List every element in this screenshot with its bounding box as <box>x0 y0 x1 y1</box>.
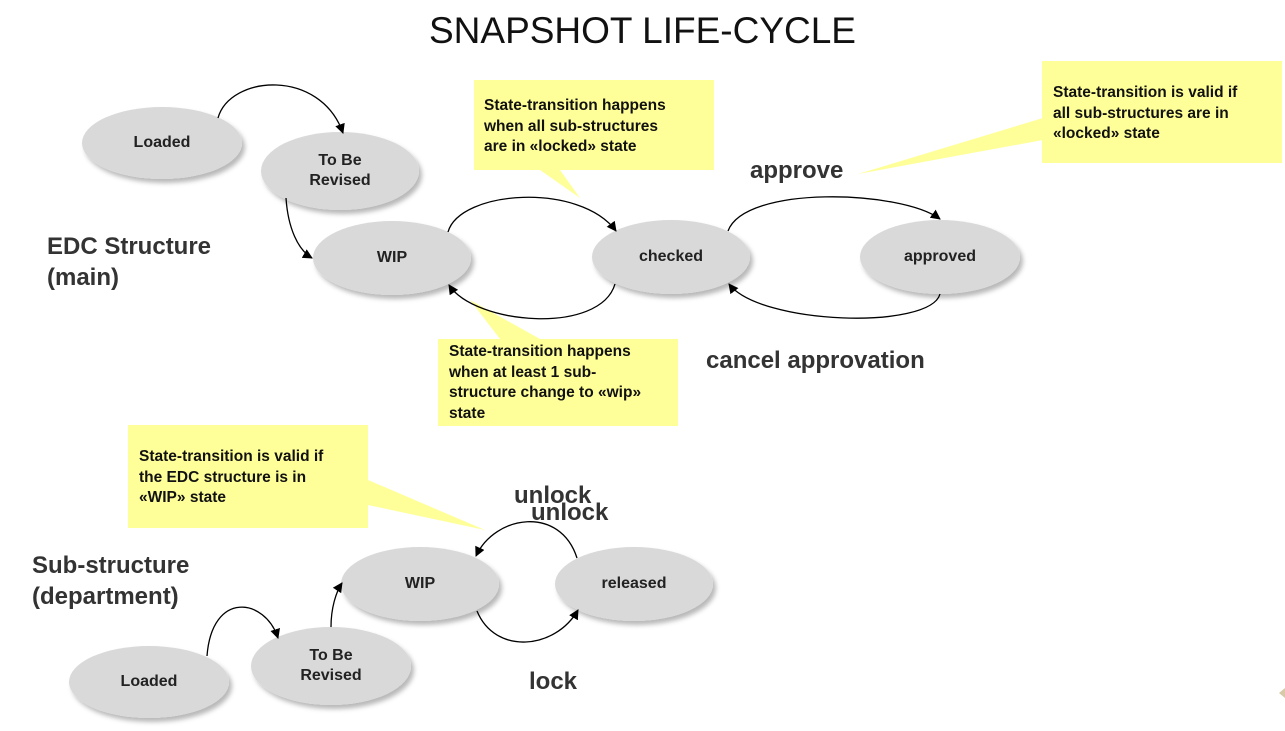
edge-main-loaded-to-tobe <box>217 84 345 134</box>
edge-label-approve: approve <box>750 157 844 184</box>
note-pointer-checked <box>540 170 580 198</box>
node-label-sub-wip: WIP <box>404 575 436 592</box>
edge-sub-tobe-to-wip <box>330 582 343 628</box>
note-approve-condition: State-transition is valid if all sub-str… <box>1042 61 1282 163</box>
corner-mark <box>1279 688 1285 698</box>
node-main-wip <box>313 221 471 295</box>
edge-label-unlock-duplicate: unlock <box>531 499 609 526</box>
edge-label-unlock: unlock <box>514 482 592 509</box>
edge-main-wip-to-checked <box>447 196 617 233</box>
edge-label-lock: lock <box>529 668 578 695</box>
node-main-loaded <box>82 107 242 179</box>
node-label-main-loaded: Loaded <box>133 134 191 151</box>
node-label-sub-released: released <box>601 575 667 592</box>
node-label-main-tobe-revised: To Be Revised <box>309 152 371 189</box>
note-pointer-sub <box>368 480 485 530</box>
edge-main-tobe-to-wip <box>285 197 313 259</box>
section-label-main: EDC Structure (main) <box>47 233 212 291</box>
node-main-checked <box>592 220 750 294</box>
node-main-approved <box>860 220 1020 294</box>
edge-main-approved-to-checked <box>728 283 941 319</box>
edge-main-checked-to-wip <box>448 283 616 320</box>
edge-main-checked-to-approved <box>727 196 941 232</box>
node-sub-wip <box>341 547 499 621</box>
note-pointer-wip <box>470 300 540 339</box>
node-main-tobe-revised <box>261 132 419 210</box>
edge-label-cancel-approvation: cancel approvation <box>706 347 925 374</box>
section-label-sub: Sub-structure (department) <box>32 552 190 610</box>
note-pointer-approve <box>858 118 1043 174</box>
node-label-sub-tobe-revised: To Be Revised <box>300 647 362 684</box>
note-checked-condition: State-transition happens when all sub-st… <box>474 80 714 170</box>
note-sub-condition: State-transition is valid if the EDC str… <box>128 425 368 528</box>
node-label-main-wip: WIP <box>376 249 408 266</box>
edge-sub-wip-to-released <box>476 609 579 643</box>
node-label-sub-loaded: Loaded <box>120 673 178 690</box>
edge-sub-loaded-to-tobe <box>206 606 280 657</box>
note-wip-condition: State-transition happens when at least 1… <box>438 339 678 426</box>
node-label-main-approved: approved <box>903 248 976 265</box>
node-sub-loaded <box>69 646 229 718</box>
page-title: SNAPSHOT LIFE-CYCLE <box>429 10 856 51</box>
node-label-main-checked: checked <box>638 248 704 265</box>
node-sub-tobe-revised <box>251 627 411 705</box>
node-sub-released <box>555 547 713 621</box>
edge-sub-released-to-wip <box>475 521 578 559</box>
